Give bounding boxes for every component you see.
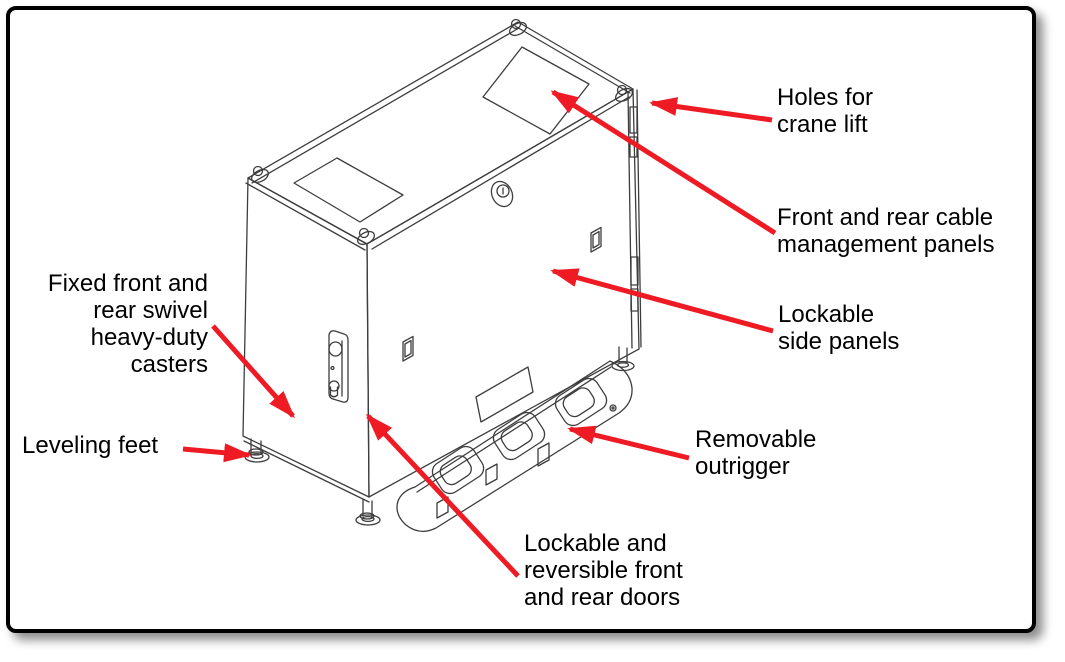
outrigger-cutout bbox=[554, 377, 608, 427]
hinge bbox=[629, 106, 639, 312]
side-slot bbox=[402, 335, 414, 362]
leveling-foot bbox=[611, 346, 635, 372]
callout-lockable-side-panels: Lockable side panels bbox=[778, 301, 900, 355]
arrow-holes-for-crane-lift bbox=[649, 97, 773, 123]
keylock-icon bbox=[490, 180, 514, 208]
callout-arrows bbox=[182, 89, 777, 578]
callout-lockable-doors: Lockable and reversible front and rear d… bbox=[524, 530, 683, 611]
crane-lift-eye-bolt-icon bbox=[250, 18, 634, 246]
callout-leveling-feet: Leveling feet bbox=[22, 432, 159, 459]
callout-removable-outrigger: Removable outrigger bbox=[695, 426, 817, 480]
side-slot bbox=[590, 226, 602, 253]
outrigger-cutout bbox=[431, 445, 485, 495]
figure-border bbox=[6, 6, 1036, 633]
leveling-foot bbox=[355, 498, 381, 526]
top-face bbox=[245, 21, 634, 251]
leveling-foot bbox=[244, 438, 270, 463]
arrow-leveling-feet bbox=[182, 443, 252, 463]
callout-holes-for-crane-lift: Holes for crane lift bbox=[777, 84, 874, 138]
cabinet-line-art bbox=[242, 18, 642, 532]
callout-casters: Fixed front and rear swivel heavy-duty c… bbox=[47, 270, 208, 378]
callout-cable-management-panels: Front and rear cable management panels bbox=[777, 204, 995, 258]
outrigger bbox=[396, 360, 633, 532]
door-handle bbox=[328, 330, 349, 403]
arrow-casters bbox=[211, 324, 295, 419]
outrigger-screw bbox=[609, 404, 617, 412]
arrow-lockable-side-panels bbox=[550, 268, 774, 334]
top-cable-panel-rear bbox=[482, 46, 590, 135]
front-door-face bbox=[242, 177, 370, 503]
outrigger-cutout bbox=[492, 411, 546, 461]
arrow-removable-outrigger bbox=[567, 425, 690, 461]
top-cable-panel-front bbox=[293, 157, 404, 223]
arrow-lockable-doors bbox=[365, 413, 520, 578]
side-panel-face bbox=[366, 88, 642, 498]
label-plate bbox=[475, 366, 534, 423]
arrow-cable-management-panels bbox=[550, 89, 777, 236]
